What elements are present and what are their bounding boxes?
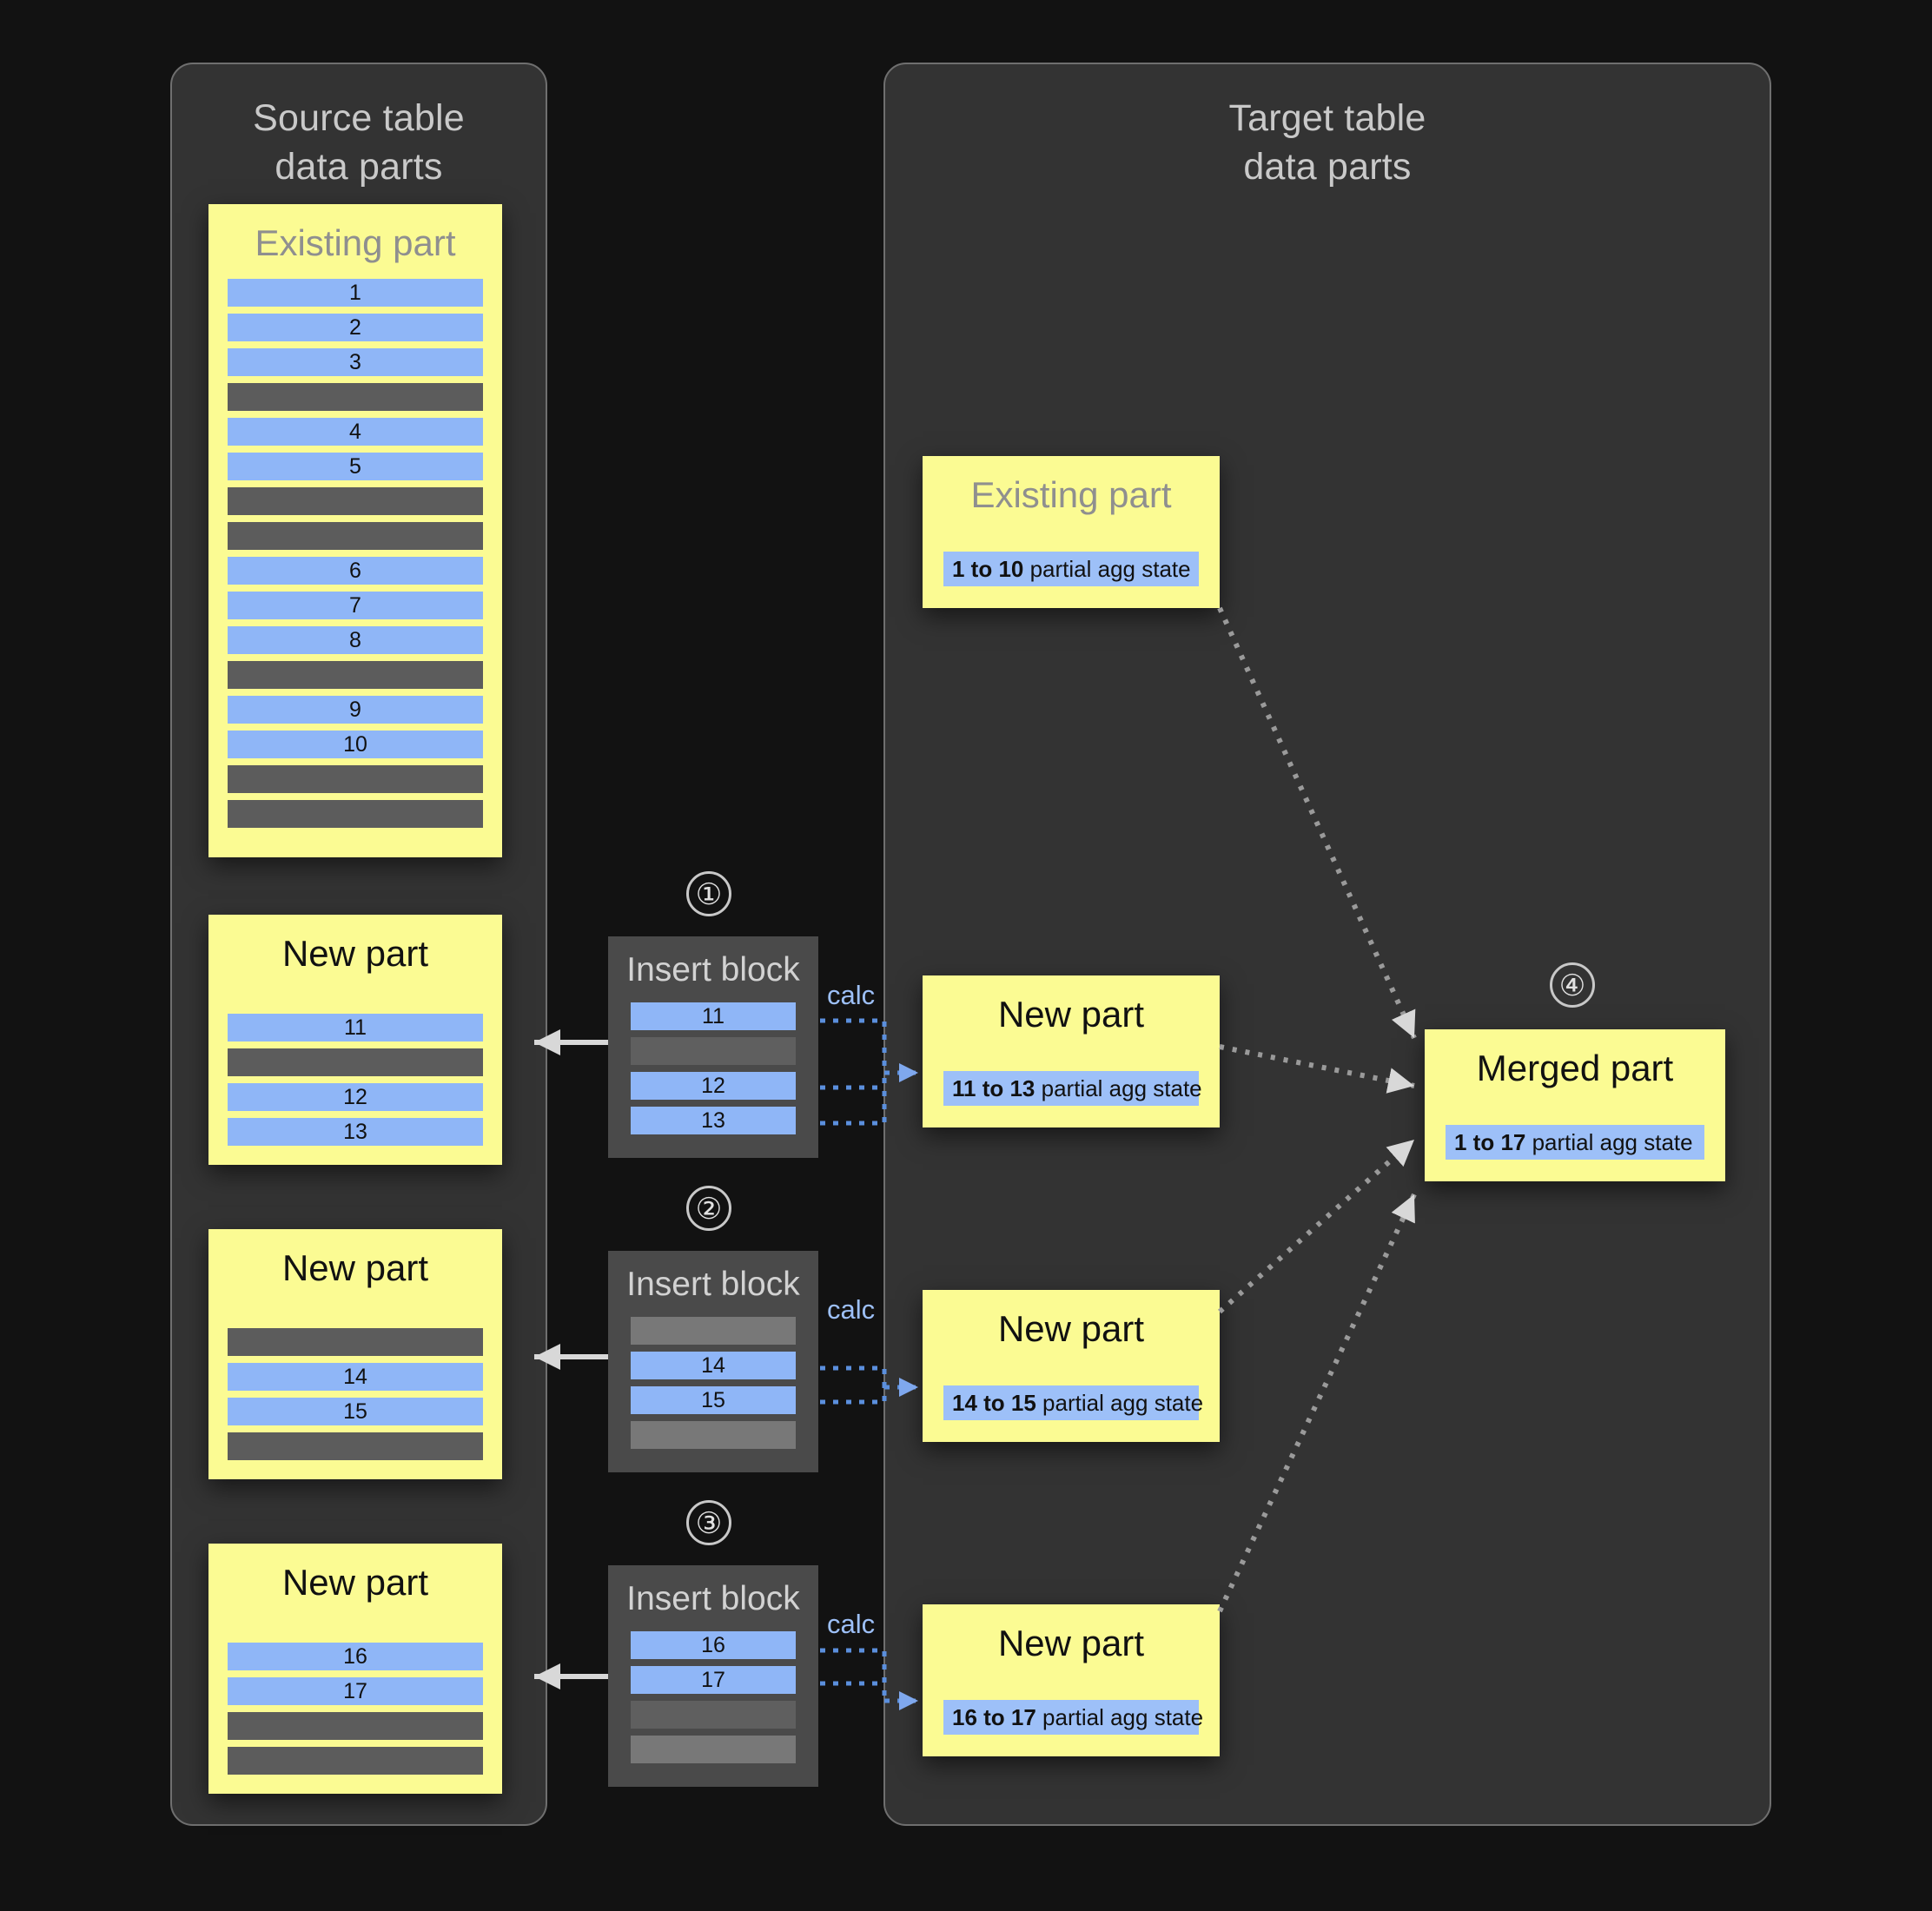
step-badge-3: ③ xyxy=(686,1500,731,1545)
agg-range: 11 to 13 xyxy=(952,1075,1035,1101)
source-existing-part-title: Existing part xyxy=(255,222,456,263)
agg-suffix: partial agg state xyxy=(1023,556,1191,582)
data-row-empty xyxy=(228,487,483,515)
insert-block-2: Insert block 14 15 xyxy=(608,1251,818,1472)
data-row: 7 xyxy=(228,592,483,619)
data-row-empty xyxy=(631,1317,796,1345)
data-row-empty xyxy=(228,1747,483,1775)
data-row: 13 xyxy=(631,1107,796,1134)
insert-block-3-rows: 16 17 xyxy=(608,1619,818,1781)
target-new-part-2: New part 14 to 15 partial agg state xyxy=(923,1290,1220,1442)
agg-state-chip: 1 to 17 partial agg state xyxy=(1446,1125,1704,1160)
insert-block-3: Insert block 16 17 xyxy=(608,1565,818,1787)
data-row-empty xyxy=(631,1421,796,1449)
data-row: 17 xyxy=(228,1677,483,1705)
target-new-part-1: New part 11 to 13 partial agg state xyxy=(923,975,1220,1127)
agg-suffix: partial agg state xyxy=(1525,1129,1693,1155)
source-new-part-1-rows: 11 12 13 xyxy=(208,975,502,1165)
source-new-part-3-rows: 16 17 xyxy=(208,1604,502,1794)
agg-suffix: partial agg state xyxy=(1035,1704,1204,1730)
calc-label-1: calc xyxy=(827,980,876,1010)
data-row: 9 xyxy=(228,696,483,724)
data-row: 15 xyxy=(228,1398,483,1425)
step-badge-1: ① xyxy=(686,871,731,916)
agg-state-chip: 1 to 10 partial agg state xyxy=(943,552,1199,586)
source-new-part-1: New part 11 12 13 xyxy=(208,915,502,1165)
data-row: 8 xyxy=(228,626,483,654)
data-row: 11 xyxy=(631,1002,796,1030)
data-row: 3 xyxy=(228,348,483,376)
source-new-part-3: New part 16 17 xyxy=(208,1544,502,1794)
data-row: 17 xyxy=(631,1666,796,1694)
data-row-empty xyxy=(228,1712,483,1740)
source-new-part-2-title: New part xyxy=(281,1247,429,1288)
target-new-part-3-title: New part xyxy=(997,1623,1145,1663)
source-existing-part: Existing part 1 2 3 4 5 6 7 8 9 10 xyxy=(208,204,502,857)
calc-connector-2 xyxy=(820,1365,887,1405)
agg-range: 1 to 17 xyxy=(1454,1129,1526,1155)
insert-block-3-title: Insert block xyxy=(626,1580,800,1617)
calc-label-3: calc xyxy=(827,1609,876,1639)
data-row: 2 xyxy=(228,314,483,341)
target-table-panel: Target table data parts xyxy=(883,63,1771,1826)
data-row: 14 xyxy=(228,1363,483,1391)
calc-label-2: calc xyxy=(827,1294,876,1325)
merged-part: Merged part 1 to 17 partial agg state xyxy=(1425,1029,1725,1181)
data-row-empty xyxy=(631,1037,796,1065)
source-new-part-3-title: New part xyxy=(281,1562,429,1603)
agg-range: 14 to 15 xyxy=(952,1390,1036,1416)
step-badge-4: ④ xyxy=(1550,962,1595,1008)
target-new-part-3: New part 16 to 17 partial agg state xyxy=(923,1604,1220,1756)
target-existing-part-title: Existing part xyxy=(970,474,1172,515)
data-row-empty xyxy=(631,1701,796,1729)
insert-block-2-rows: 14 15 xyxy=(608,1305,818,1466)
target-new-part-2-title: New part xyxy=(997,1308,1145,1349)
data-row: 6 xyxy=(228,557,483,585)
target-new-part-1-title: New part xyxy=(997,994,1145,1035)
target-existing-part: Existing part 1 to 10 partial agg state xyxy=(923,456,1220,608)
agg-state-chip: 14 to 15 partial agg state xyxy=(943,1385,1203,1420)
data-row-empty xyxy=(228,1048,483,1076)
agg-range: 1 to 10 xyxy=(952,556,1024,582)
target-table-panel-title: Target table data parts xyxy=(1228,97,1426,188)
data-row-empty xyxy=(228,1432,483,1460)
merged-part-title: Merged part xyxy=(1476,1048,1674,1088)
data-row-empty xyxy=(228,383,483,411)
agg-state-chip: 11 to 13 partial agg state xyxy=(943,1071,1202,1106)
insert-block-2-title: Insert block xyxy=(626,1266,800,1303)
source-new-part-1-title: New part xyxy=(281,933,429,974)
data-row-empty xyxy=(228,800,483,828)
data-row: 16 xyxy=(228,1643,483,1670)
source-table-panel-title: Source table data parts xyxy=(253,97,465,188)
data-row: 4 xyxy=(228,418,483,446)
data-row: 13 xyxy=(228,1118,483,1146)
data-row: 12 xyxy=(631,1072,796,1100)
source-new-part-2-rows: 14 15 xyxy=(208,1290,502,1479)
data-row: 11 xyxy=(228,1014,483,1041)
data-row: 12 xyxy=(228,1083,483,1111)
data-row: 16 xyxy=(631,1631,796,1659)
data-row-empty xyxy=(228,765,483,793)
agg-range: 16 to 17 xyxy=(952,1704,1036,1730)
data-row: 10 xyxy=(228,731,483,758)
calc-connector-3 xyxy=(820,1648,887,1701)
agg-suffix: partial agg state xyxy=(1035,1075,1202,1101)
insert-block-1-title: Insert block xyxy=(626,951,800,989)
source-new-part-2: New part 14 15 xyxy=(208,1229,502,1479)
data-row-empty xyxy=(228,522,483,550)
agg-state-chip: 16 to 17 partial agg state xyxy=(943,1700,1203,1735)
data-row-empty xyxy=(631,1736,796,1763)
insert-block-1: Insert block 11 12 13 xyxy=(608,936,818,1158)
agg-suffix: partial agg state xyxy=(1035,1390,1204,1416)
insert-block-1-rows: 11 12 13 xyxy=(608,990,818,1152)
data-row: 1 xyxy=(228,279,483,307)
data-row: 15 xyxy=(631,1386,796,1414)
data-row-empty xyxy=(228,1328,483,1356)
data-row-empty xyxy=(228,661,483,689)
source-existing-part-rows: 1 2 3 4 5 6 7 8 9 10 xyxy=(208,265,502,847)
step-badge-2: ② xyxy=(686,1186,731,1231)
data-row: 5 xyxy=(228,453,483,480)
data-row: 14 xyxy=(631,1352,796,1379)
